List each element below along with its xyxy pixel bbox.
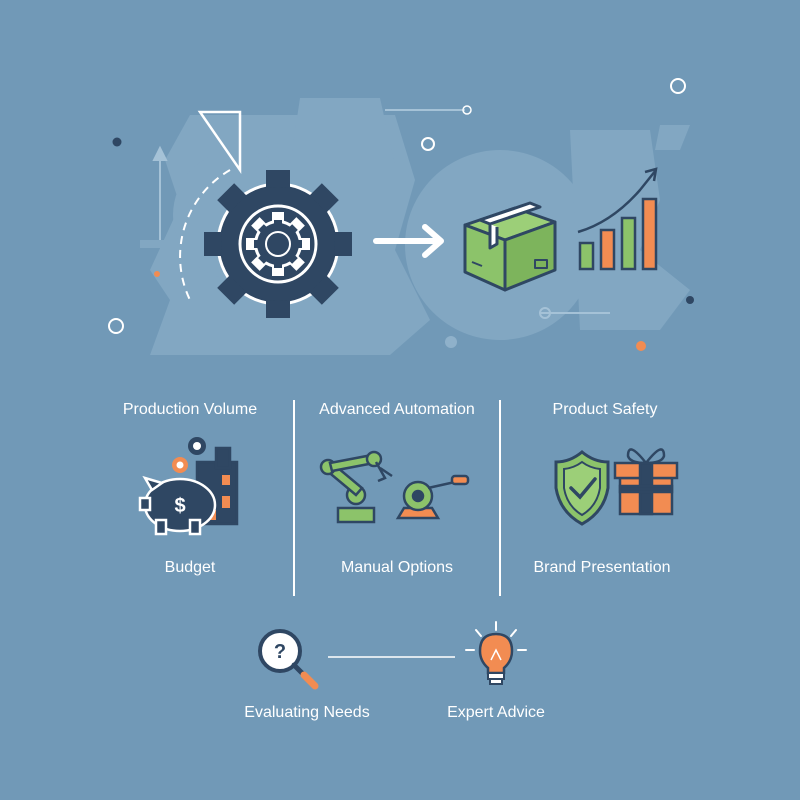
bar-chart-icon	[577, 167, 658, 271]
svg-text:$: $	[174, 495, 185, 517]
label-product-safety: Product Safety	[552, 401, 658, 418]
dot-navy-2	[686, 296, 694, 304]
factory-icon	[195, 446, 239, 526]
label-budget: Budget	[164, 559, 216, 576]
shield-check-icon	[554, 450, 610, 526]
box-icon	[463, 201, 557, 292]
ring-3	[462, 105, 472, 115]
gift-box-icon	[613, 448, 679, 516]
svg-text:?: ?	[274, 641, 286, 663]
bg-shape-top	[290, 98, 395, 165]
background-dots	[108, 78, 694, 351]
dot-orange-1	[154, 271, 160, 277]
dot-orange-2	[636, 341, 646, 351]
decor-dashed-arc	[179, 169, 231, 301]
hand-crank-icon	[395, 474, 470, 520]
piggy-bank-icon: $	[138, 475, 217, 536]
decor-arrow-up	[152, 145, 168, 161]
dot-light-1	[445, 336, 457, 348]
gear-icon	[204, 170, 352, 318]
bg-bar-left	[140, 240, 200, 248]
column-dividers	[293, 400, 501, 596]
ring-2	[421, 137, 435, 151]
label-evaluating-needs: Evaluating Needs	[244, 704, 370, 721]
label-production-volume: Production Volume	[122, 401, 258, 418]
label-advanced-automation: Advanced Automation	[319, 401, 475, 418]
small-gears-icon	[172, 437, 206, 473]
label-expert-advice: Expert Advice	[447, 704, 545, 721]
lightbulb-icon	[465, 621, 527, 685]
ring-1	[670, 78, 686, 94]
label-manual-options: Manual Options	[340, 559, 454, 576]
ring-5	[539, 307, 551, 319]
bg-shape-small	[655, 125, 690, 150]
ring-4	[108, 318, 124, 334]
dot-navy-1	[112, 137, 122, 147]
arrow-right-icon	[373, 224, 444, 258]
robot-arm-icon	[319, 450, 393, 524]
triangle-outline-decor	[197, 110, 242, 175]
background-lines	[152, 109, 610, 314]
magnifier-question-icon: ?	[258, 629, 319, 690]
label-brand-presentation: Brand Presentation	[533, 559, 671, 576]
